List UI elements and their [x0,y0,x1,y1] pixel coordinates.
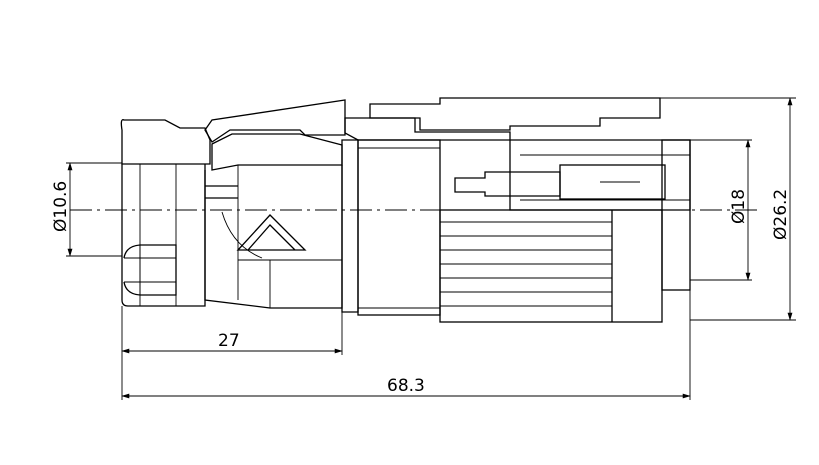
sleeve-hatch [344,117,511,141]
dimension-len27: 27 [121,306,343,400]
coupling-foam-top [211,133,343,171]
cable-nut [120,119,211,307]
contact-pin [454,171,561,197]
dim-label-d18: Ø18 [729,189,749,224]
dimension-d10-6: Ø10.6 [51,162,122,257]
dim-label-len68-3: 68.3 [387,376,425,396]
knurl-lines [440,221,612,307]
coupling-hatch-top [204,99,346,143]
coupling-body [204,99,346,309]
triangle-logo [236,214,307,251]
middle-sleeve [341,117,511,316]
dimension-d26-2: Ø26.2 [660,97,796,321]
dim-label-len27: 27 [218,331,240,351]
right-housing [369,97,691,323]
housing-hatch-top [369,97,661,131]
cable-nut-foam-section [120,119,211,165]
dim-label-d10-6: Ø10.6 [51,181,71,232]
dimension-len68-3: 68.3 [121,290,691,400]
dimension-d18: Ø18 [690,139,752,281]
contact-socket [559,164,666,200]
dim-label-d26-2: Ø26.2 [771,189,791,240]
